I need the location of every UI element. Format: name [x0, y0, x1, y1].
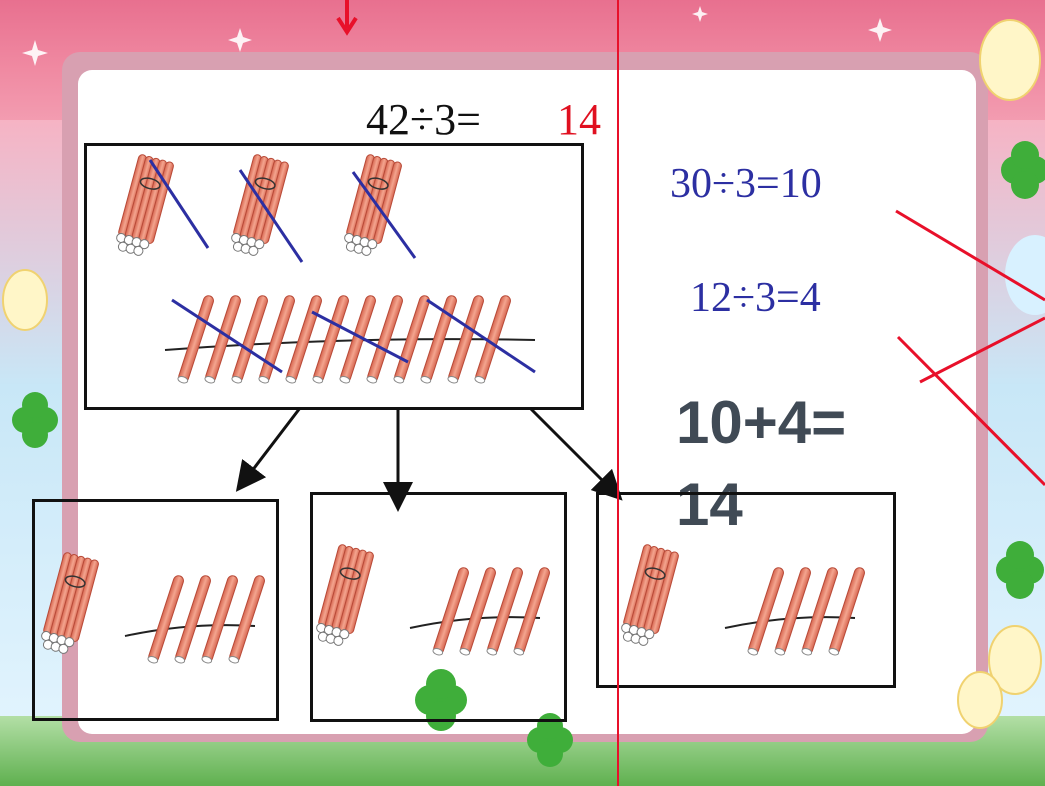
- arrow-to-group-3: [530, 408, 612, 490]
- stick-bundle: [342, 154, 403, 259]
- stick-bundle: [229, 154, 290, 259]
- stick-bundle: [619, 544, 680, 649]
- split-arrows: [245, 408, 612, 497]
- stick-bundle: [314, 544, 375, 649]
- arrow-to-group-1: [245, 408, 300, 480]
- red-guide-lines: [618, 0, 1045, 786]
- stick-bundle: [39, 552, 100, 657]
- stick-bundle: [114, 154, 175, 259]
